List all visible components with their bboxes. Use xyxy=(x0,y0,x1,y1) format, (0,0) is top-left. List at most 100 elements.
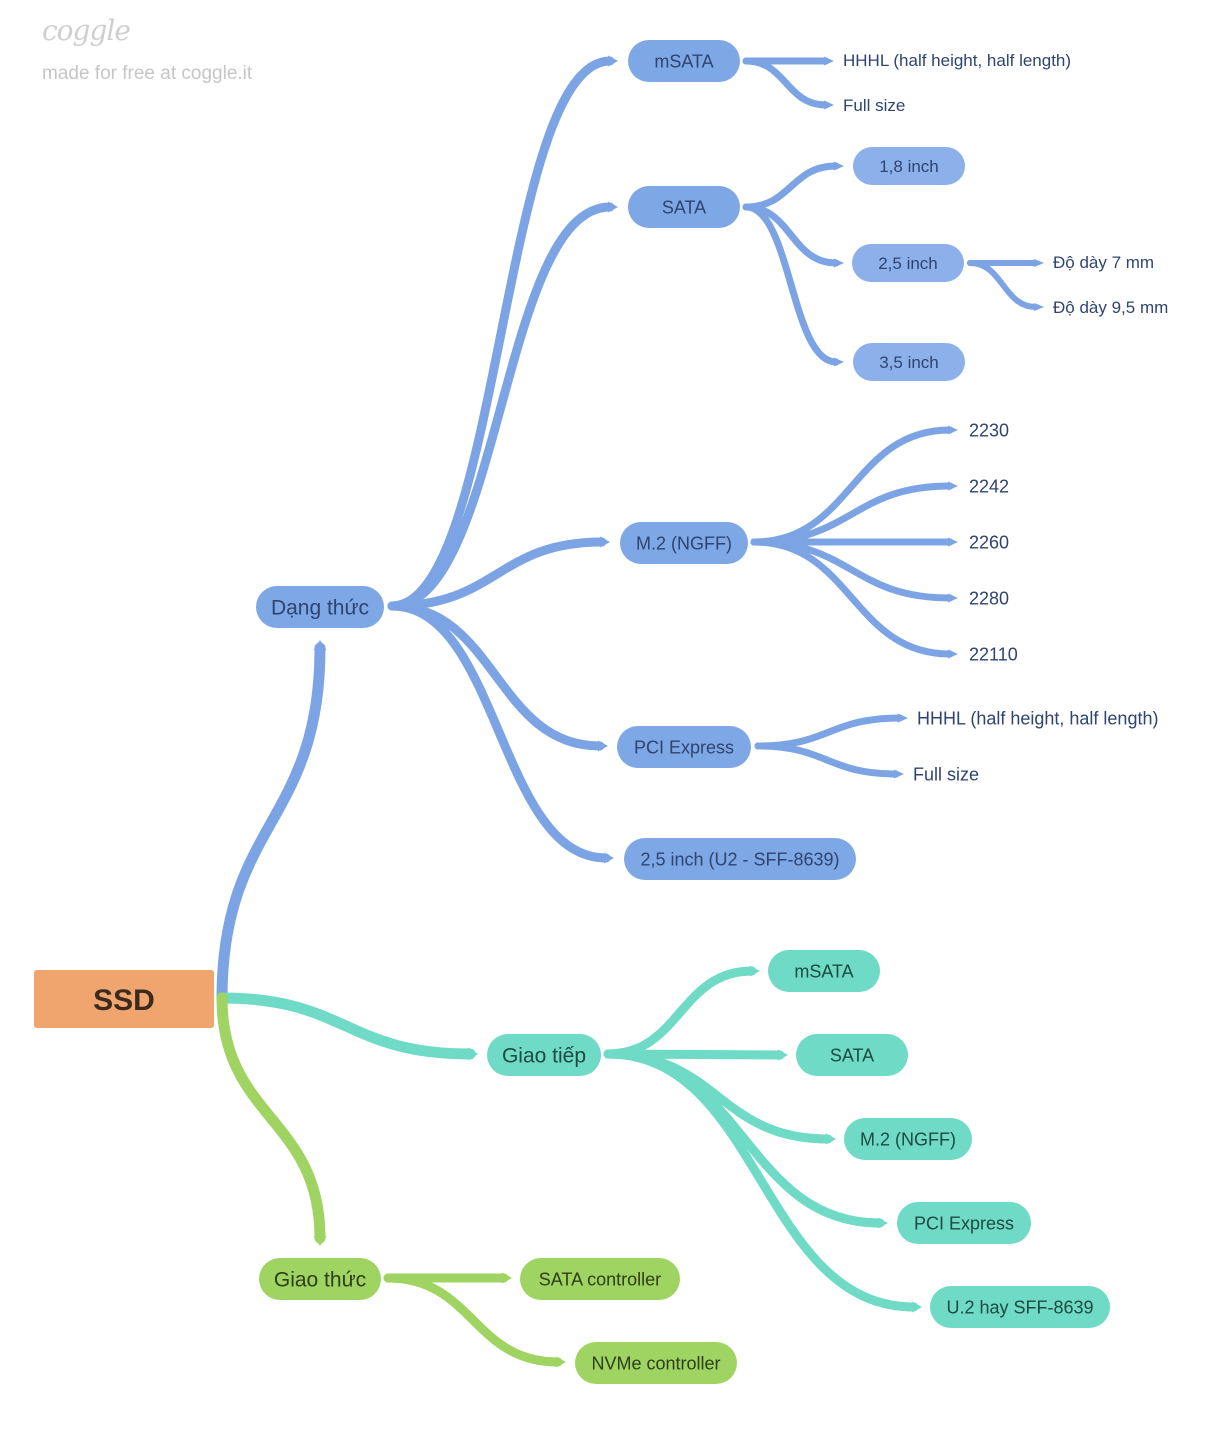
node-sata-label: SATA xyxy=(662,197,706,217)
branch-msata-hhhl-arrow xyxy=(824,56,834,66)
branch-giao-tiep-1-arrow xyxy=(778,1049,788,1061)
node-giao-tiep[interactable]: Giao tiếp xyxy=(487,1034,601,1076)
branches-layer xyxy=(216,55,1044,1368)
branch-root-giao-tiep-arrow xyxy=(468,1047,478,1061)
coggle-tagline: made for free at coggle.it xyxy=(42,63,253,84)
branch-msata-full xyxy=(742,57,830,109)
branch-m2-leaf-3-arrow xyxy=(948,593,958,603)
branch-25-95mm xyxy=(967,260,1039,310)
root-node-ssd[interactable]: SSD xyxy=(34,970,214,1028)
leaf-pcie-hhhl[interactable]: HHHL (half height, half length) xyxy=(917,708,1158,728)
branch-sata-18 xyxy=(742,162,840,211)
branch-giao-tiep-3 xyxy=(603,1049,885,1228)
leaf-m2-2230[interactable]: 2230 xyxy=(969,420,1009,440)
branch-giao-tiep-0-arrow xyxy=(750,965,760,977)
node-sata-25-inch-label: 2,5 inch xyxy=(878,254,938,273)
branch-m2-leaf-4-arrow xyxy=(948,649,958,659)
node-msata[interactable]: mSATA xyxy=(628,40,740,82)
node-sata-controller-label: SATA controller xyxy=(539,1269,661,1289)
node-giao-thuc-label: Giao thức xyxy=(274,1268,366,1291)
branch-25-95mm-arrow xyxy=(1034,303,1044,311)
node-giao-tiep-label: Giao tiếp xyxy=(502,1044,586,1067)
branch-sata-35-arrow xyxy=(834,357,844,367)
node-nvme-controller-shape xyxy=(575,1342,737,1384)
branch-m2-leaf-0-arrow xyxy=(948,425,958,435)
leaf-pcie-full-size[interactable]: Full size xyxy=(913,764,979,784)
node-giao-thuc[interactable]: Giao thức xyxy=(259,1258,381,1300)
node-dang-thuc-label: Dạng thức xyxy=(271,596,369,619)
leaf-do-day-95mm[interactable]: Độ dày 9,5 mm xyxy=(1053,298,1168,317)
branch-m2-leaf-3 xyxy=(750,538,954,602)
node-sata-35-inch[interactable]: 3,5 inch xyxy=(853,343,965,381)
branch-dang-thuc-pcie-arrow xyxy=(598,740,608,752)
node-sata-controller[interactable]: SATA controller xyxy=(520,1258,680,1300)
leaf-m2-2280[interactable]: 2280 xyxy=(969,588,1009,608)
leaf-m2-2242[interactable]: 2242 xyxy=(969,476,1009,496)
node-m2-ngff[interactable]: M.2 (NGFF) xyxy=(620,522,748,564)
node-giao-tiep-1[interactable]: SATA xyxy=(796,1034,908,1076)
node-sata-18-inch-shape xyxy=(853,147,965,185)
node-sata-35-inch-shape xyxy=(853,343,965,381)
node-dang-thuc[interactable]: Dạng thức xyxy=(256,586,384,628)
node-dang-thuc-shape xyxy=(256,586,384,628)
leaf-m2-2260[interactable]: 2260 xyxy=(969,532,1009,552)
node-sata[interactable]: SATA xyxy=(628,186,740,228)
branch-m2-leaf-2-arrow xyxy=(948,537,958,547)
branch-pcie-full xyxy=(754,742,900,778)
node-giao-tiep-2-shape xyxy=(844,1118,972,1160)
node-sata-25-inch[interactable]: 2,5 inch xyxy=(852,244,964,282)
node-u2-sff8639[interactable]: 2,5 inch (U2 - SFF-8639) xyxy=(624,838,856,880)
branch-giao-tiep-2 xyxy=(603,1049,833,1144)
branch-dang-thuc-m2 xyxy=(387,537,607,611)
branch-root-dang-thuc xyxy=(216,642,326,1004)
branch-dang-thuc-u2 xyxy=(387,601,611,863)
branch-dang-thuc-msata-arrow xyxy=(608,55,618,67)
branch-sata-18-arrow xyxy=(834,161,844,171)
branch-dang-thuc-m2-arrow xyxy=(600,536,610,548)
branch-25-7mm-arrow xyxy=(1034,259,1044,267)
node-giao-tiep-4[interactable]: U.2 hay SFF-8639 xyxy=(930,1286,1110,1328)
branch-dang-thuc-sata-arrow xyxy=(608,201,618,213)
branch-giao-tiep-4 xyxy=(603,1049,919,1312)
node-giao-tiep-0-label: mSATA xyxy=(794,961,853,981)
node-sata-18-inch-label: 1,8 inch xyxy=(879,157,939,176)
branch-root-giao-thuc xyxy=(216,992,326,1244)
branch-root-giao-thuc-arrow xyxy=(313,1236,327,1246)
leaf-msata-full-size[interactable]: Full size xyxy=(843,96,905,115)
node-giao-tiep-2-label: M.2 (NGFF) xyxy=(860,1129,956,1149)
node-sata-25-inch-shape xyxy=(852,244,964,282)
node-nvme-controller-label: NVMe controller xyxy=(591,1353,720,1373)
node-sata-18-inch[interactable]: 1,8 inch xyxy=(853,147,965,185)
branch-giao-thuc-nvme-arrow xyxy=(556,1356,566,1368)
node-msata-shape xyxy=(628,40,740,82)
branch-m2-leaf-1 xyxy=(750,482,954,546)
root-node-label: SSD xyxy=(93,984,155,1017)
branch-dang-thuc-msata xyxy=(387,56,615,611)
node-nvme-controller[interactable]: NVMe controller xyxy=(575,1342,737,1384)
branch-dang-thuc-sata xyxy=(387,202,615,611)
root-node-shape xyxy=(34,970,214,1028)
leaf-do-day-7mm[interactable]: Độ dày 7 mm xyxy=(1053,253,1154,272)
node-giao-tiep-3[interactable]: PCI Express xyxy=(897,1202,1031,1244)
branch-root-giao-tiep xyxy=(216,992,476,1060)
leaf-msata-hhhl[interactable]: HHHL (half height, half length) xyxy=(843,51,1071,70)
branch-giao-tiep-2-arrow xyxy=(826,1133,836,1145)
branch-m2-leaf-1-arrow xyxy=(948,481,958,491)
node-u2-sff8639-shape xyxy=(624,838,856,880)
node-giao-tiep-0[interactable]: mSATA xyxy=(768,950,880,992)
node-pci-express[interactable]: PCI Express xyxy=(617,726,751,768)
node-giao-tiep-4-label: U.2 hay SFF-8639 xyxy=(946,1297,1093,1317)
node-giao-tiep-0-shape xyxy=(768,950,880,992)
node-pci-express-shape xyxy=(617,726,751,768)
node-sata-controller-shape xyxy=(520,1258,680,1300)
node-msata-label: mSATA xyxy=(654,51,713,71)
branch-msata-full-arrow xyxy=(824,100,834,110)
leaf-m2-22110[interactable]: 22110 xyxy=(969,644,1018,664)
node-sata-35-inch-label: 3,5 inch xyxy=(879,353,939,372)
node-giao-tiep-2[interactable]: M.2 (NGFF) xyxy=(844,1118,972,1160)
branch-pcie-hhhl-arrow xyxy=(898,713,908,723)
branch-giao-thuc-sata-arrow xyxy=(502,1272,512,1284)
branch-giao-tiep-3-arrow xyxy=(878,1217,888,1229)
